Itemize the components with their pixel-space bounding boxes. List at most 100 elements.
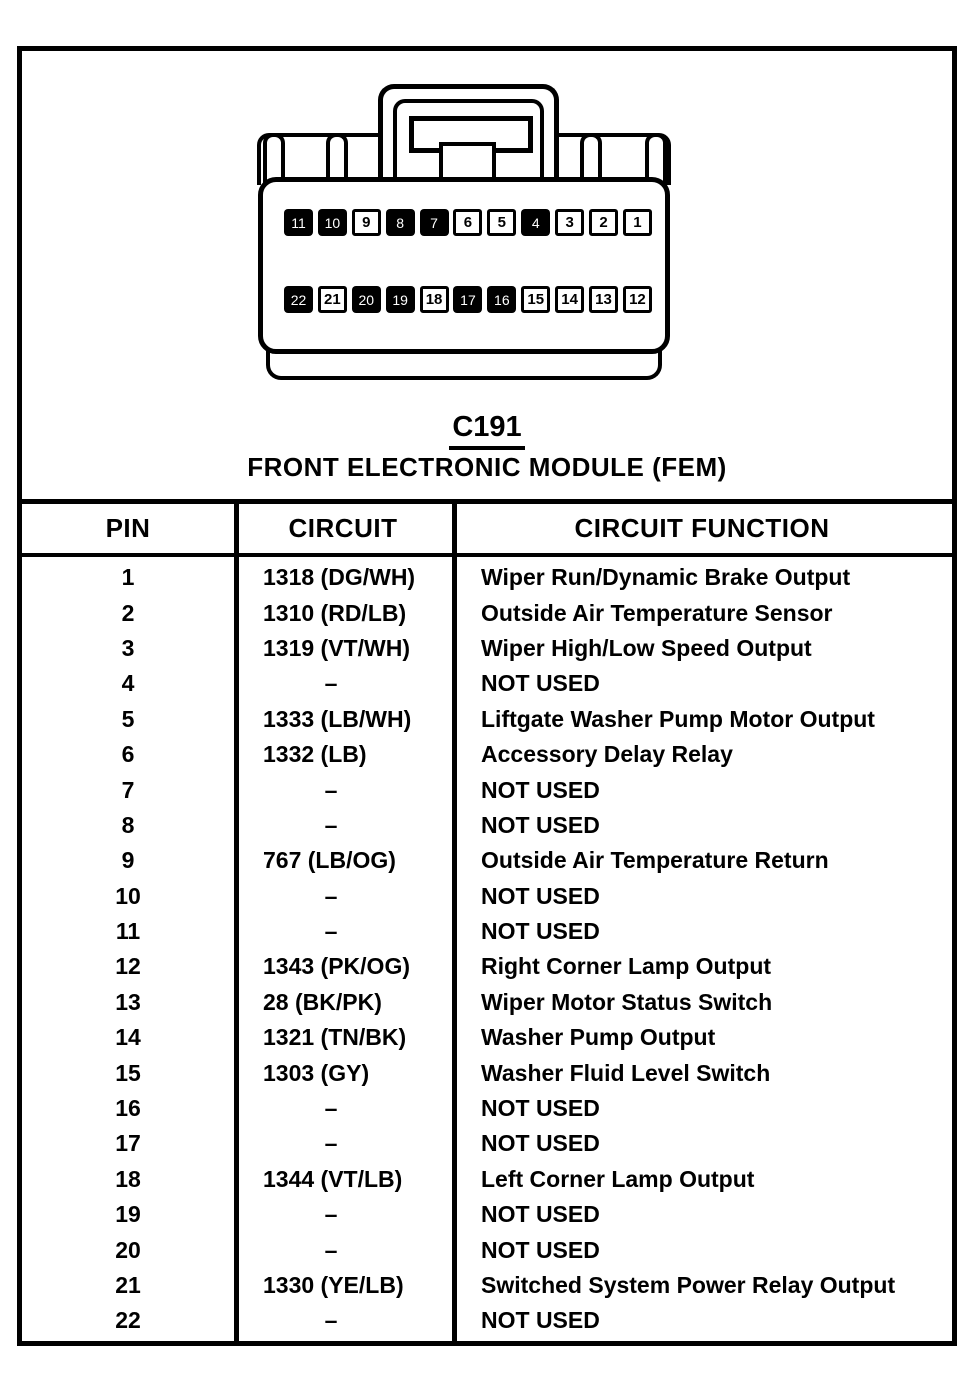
cell-circuit: 1318 (DG/WH) [263, 564, 416, 591]
cell-circuit-function: NOT USED [481, 918, 600, 945]
cell-circuit: 1344 (VT/LB) [263, 1165, 403, 1192]
cell-circuit: 1310 (RD/LB) [263, 599, 407, 626]
cell-circuit-function: NOT USED [481, 811, 600, 838]
connector-pin-7: 7 [419, 209, 449, 236]
cell-pin: 4 [121, 670, 135, 697]
cell-pin: 17 [115, 1130, 141, 1157]
cell-circuit: 1330 (YE/LB) [263, 1272, 404, 1298]
connector-pin-13: 13 [589, 286, 619, 313]
cell-pin: 16 [115, 1095, 141, 1122]
connector-shoulder-tab [326, 133, 348, 185]
table-row-pin-7: 7–NOT USED [22, 772, 952, 807]
connector-pin-5: 5 [487, 209, 517, 236]
cell-circuit: 1332 (LB) [263, 741, 367, 768]
cell-circuit-function: Outside Air Temperature Return [481, 847, 829, 874]
cell-circuit-function: Washer Pump Output [481, 1024, 716, 1051]
connector-latch-tab [439, 142, 496, 182]
column-header-pin: PIN [105, 513, 151, 543]
cell-circuit-function: Wiper Motor Status Switch [481, 988, 773, 1015]
cell-circuit-function: NOT USED [481, 1130, 600, 1157]
cell-circuit-function: NOT USED [481, 1236, 600, 1263]
connector-pin-22: 22 [284, 286, 313, 313]
connector-pin-18: 18 [419, 286, 449, 313]
cell-circuit-function: Outside Air Temperature Sensor [481, 599, 833, 626]
connector-pin-19: 19 [385, 286, 415, 313]
column-header-circuit: CIRCUIT [288, 513, 398, 543]
table-row-pin-1: 1 1318 (DG/WH) Wiper Run/Dynamic Brake Out… [22, 560, 952, 595]
cell-circuit-function: Accessory Delay Relay [481, 741, 733, 768]
cell-circuit: 1319 (VT/WH) [263, 634, 410, 661]
connector-pin-10: 10 [317, 209, 347, 236]
cell-pin: 7 [121, 776, 135, 803]
table-row-pin-14: 14 1321 (TN/BK) Washer Pump Output [22, 1020, 952, 1055]
connector-pin-2: 2 [589, 209, 619, 236]
cell-pin: 8 [121, 811, 135, 838]
cell-circuit-function: Switched System Power Relay Output [481, 1272, 896, 1298]
table-row-pin-20: 20–NOT USED [22, 1232, 952, 1267]
cell-circuit: – [324, 811, 338, 838]
table-row-pin-13: 13 28 (BK/PK) Wiper Motor Status Switch [22, 985, 952, 1020]
table-row-pin-10: 10–NOT USED [22, 879, 952, 914]
cell-circuit-function: Wiper Run/Dynamic Brake Output [481, 564, 851, 591]
cell-circuit: – [324, 776, 338, 803]
cell-pin: 18 [115, 1165, 141, 1192]
cell-pin: 5 [121, 705, 135, 732]
connector-pin-12: 12 [622, 286, 652, 313]
cell-pin: 13 [115, 988, 141, 1015]
table-border-top [17, 499, 957, 504]
connector-pin-20: 20 [351, 286, 381, 313]
cell-pin: 1 [121, 564, 135, 591]
cell-pin: 10 [115, 882, 141, 909]
connector-pin-14: 14 [555, 286, 585, 313]
connector-pin-15: 15 [521, 286, 551, 313]
cell-circuit: 1343 (PK/OG) [263, 953, 410, 980]
cell-pin: 12 [115, 953, 141, 980]
cell-pin: 22 [115, 1307, 141, 1334]
table-row-pin-17: 17–NOT USED [22, 1126, 952, 1161]
cell-circuit: 28 (BK/PK) [263, 988, 382, 1015]
table-header-divider [17, 553, 957, 557]
cell-circuit: – [324, 1201, 338, 1228]
table-row-pin-8: 8 – NOT USED [22, 808, 952, 843]
cell-pin: 19 [115, 1201, 141, 1228]
cell-circuit-function: Washer Fluid Level Switch [481, 1059, 771, 1086]
connector-pin-4: 4 [521, 209, 551, 236]
cell-pin: 14 [115, 1024, 141, 1051]
table-header-row: PIN CIRCUIT CIRCUIT FUNCTION [22, 504, 952, 553]
cell-circuit-function: NOT USED [481, 1201, 600, 1228]
connector-body [258, 177, 670, 354]
connector-pin-21: 21 [317, 286, 347, 313]
table-column-divider-1 [234, 499, 239, 1342]
table-row-pin-11: 11 – NOT USED [22, 914, 952, 949]
table-row-pin-22: 22–NOT USED [22, 1303, 952, 1338]
cell-pin: 3 [121, 634, 135, 661]
cell-circuit-function: Liftgate Washer Pump Motor Output [481, 705, 875, 732]
cell-circuit-function: Left Corner Lamp Output [481, 1165, 755, 1192]
column-header-circuit-function: CIRCUIT FUNCTION [574, 513, 830, 543]
connector-shoulder-tab [580, 133, 602, 185]
connector-shoulder-tab [263, 133, 285, 185]
cell-pin: 20 [115, 1236, 141, 1263]
cell-pin: 11 [115, 918, 141, 945]
cell-pin: 15 [115, 1059, 141, 1086]
cell-circuit: – [324, 918, 338, 945]
connector-pin-11: 11 [284, 209, 313, 236]
connector-pin-8: 8 [385, 209, 415, 236]
cell-circuit: – [324, 1307, 338, 1334]
cell-circuit: – [324, 670, 338, 697]
cell-circuit-function: Right Corner Lamp Output [481, 953, 772, 980]
connector-pin-3: 3 [555, 209, 585, 236]
connector-code-wrap: C191 [17, 411, 957, 450]
cell-circuit: 1321 (TN/BK) [263, 1024, 407, 1051]
cell-circuit: – [324, 882, 338, 909]
